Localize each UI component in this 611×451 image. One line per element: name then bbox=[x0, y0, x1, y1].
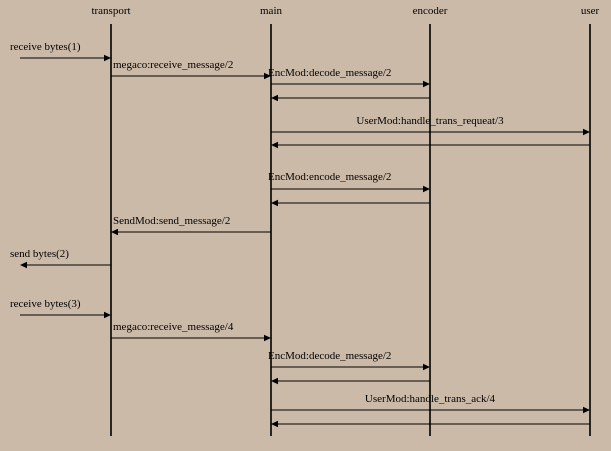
message-label-m7: EncMod:encode_message/2 bbox=[268, 171, 392, 183]
message-label-m15: UserMod:handle_trans_ack/4 bbox=[364, 393, 496, 405]
message-label-m11: receive bytes(3) bbox=[10, 298, 81, 310]
arrow-head-m4 bbox=[271, 94, 278, 102]
lifeline-label-user: user bbox=[580, 5, 600, 17]
arrow-head-m9 bbox=[111, 228, 118, 236]
arrow-head-m13 bbox=[423, 363, 430, 371]
message-label-m10: send bytes(2) bbox=[10, 248, 69, 260]
arrow-head-m2 bbox=[264, 72, 271, 80]
message-label-m13: EncMod:decode_message/2 bbox=[268, 350, 392, 362]
arrow-head-m1 bbox=[104, 54, 111, 62]
lifeline-label-encoder: encoder bbox=[412, 5, 448, 17]
arrow-head-m6 bbox=[271, 141, 278, 149]
arrow-head-m15 bbox=[583, 406, 590, 414]
arrow-head-m11 bbox=[104, 311, 111, 319]
message-label-m12: megaco:receive_message/4 bbox=[113, 321, 234, 333]
arrow-head-m12 bbox=[264, 334, 271, 342]
lifeline-label-main: main bbox=[260, 5, 282, 17]
message-label-m1: receive bytes(1) bbox=[10, 41, 81, 53]
message-label-m2: megaco:receive_message/2 bbox=[113, 59, 234, 71]
messages-group bbox=[20, 54, 590, 428]
message-label-m3: EncMod:decode_message/2 bbox=[268, 67, 392, 79]
message-label-m5: UserMod:handle_trans_requeat/3 bbox=[356, 115, 504, 127]
arrow-head-m5 bbox=[583, 128, 590, 136]
arrow-head-m14 bbox=[271, 377, 278, 385]
arrow-head-m16 bbox=[271, 420, 278, 428]
message-label-m9: SendMod:send_message/2 bbox=[113, 215, 231, 227]
arrow-head-m10 bbox=[20, 261, 27, 269]
arrow-head-m3 bbox=[423, 80, 430, 88]
lifelines-group bbox=[110, 24, 591, 436]
lifeline-label-transport: transport bbox=[91, 5, 131, 17]
arrow-head-m8 bbox=[271, 199, 278, 207]
arrow-head-m7 bbox=[423, 185, 430, 193]
